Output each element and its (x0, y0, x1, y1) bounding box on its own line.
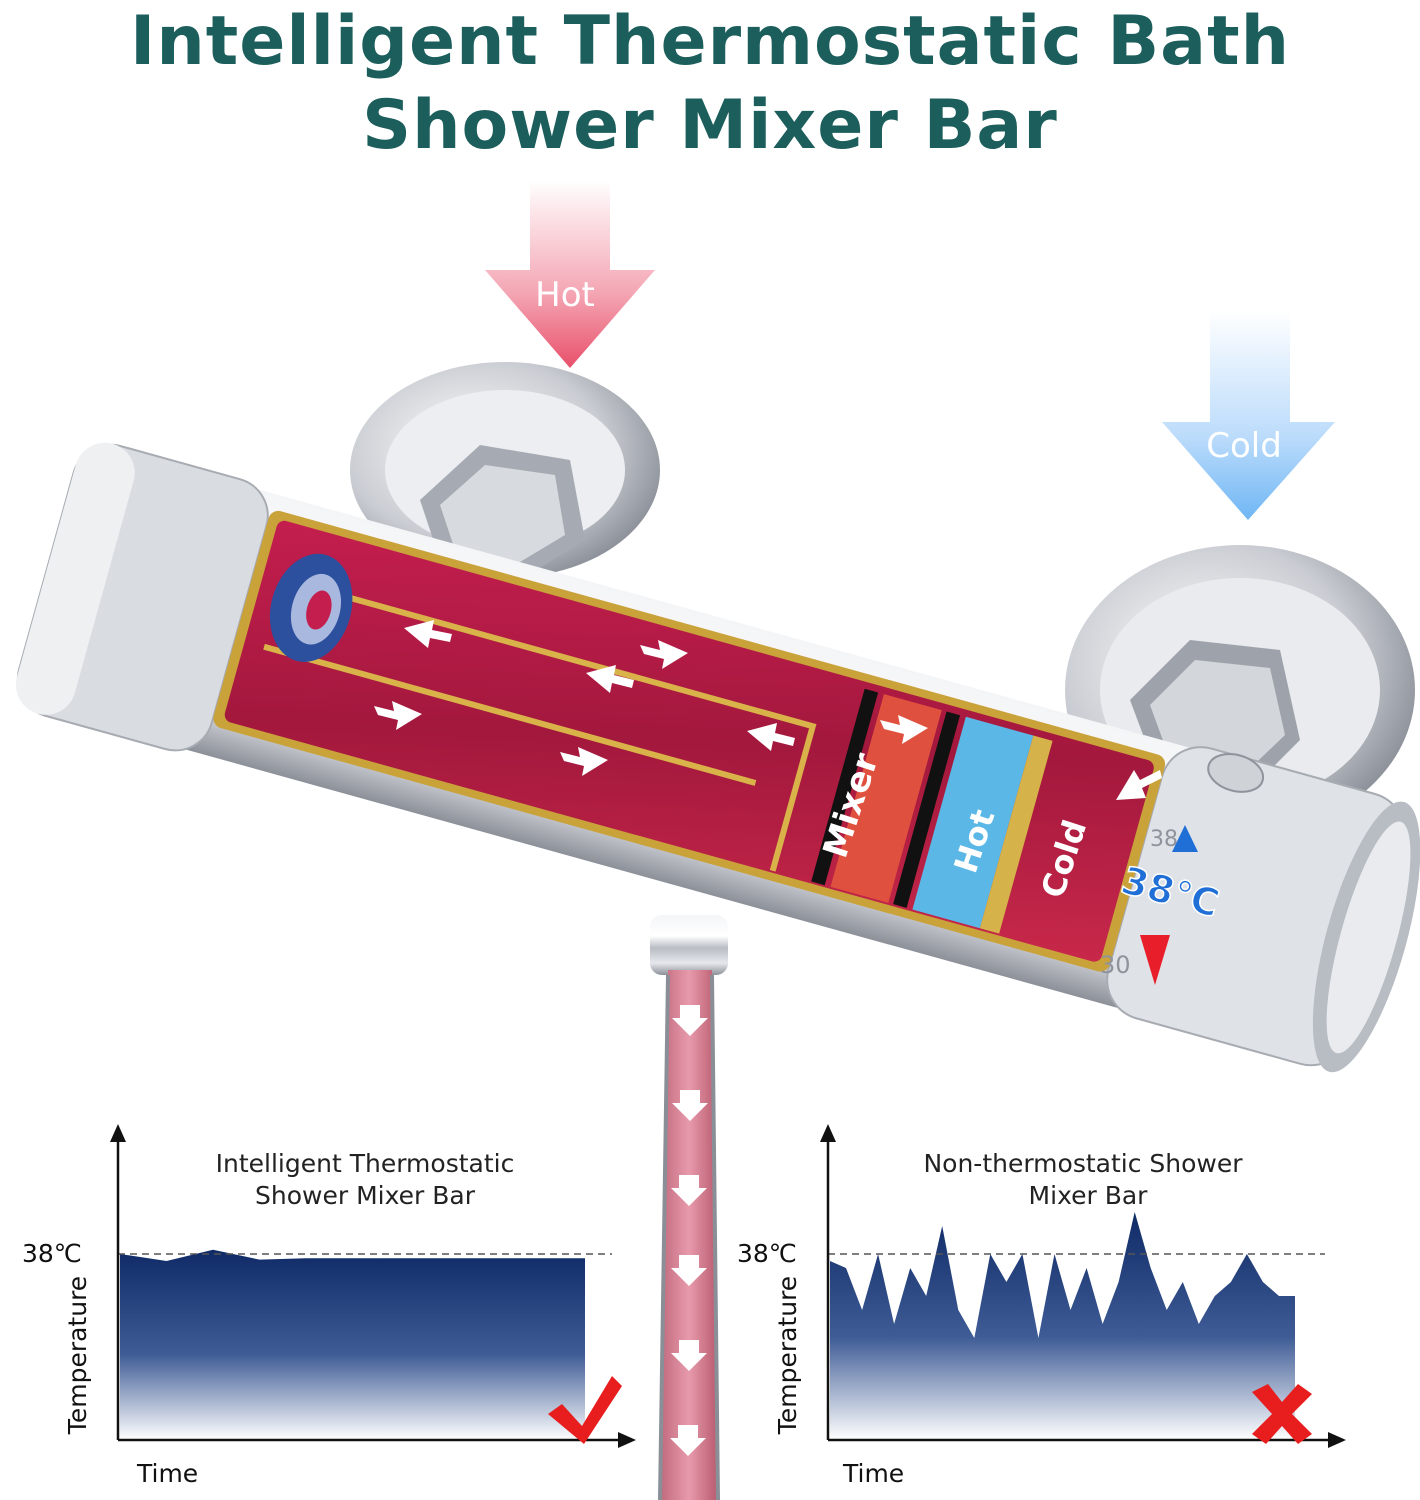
cross-mark-icon (1252, 1384, 1312, 1444)
right-chart-y-axis-arrow (820, 1124, 836, 1142)
left-chart-ylabel: Temperature (63, 1276, 92, 1435)
shower-hose (650, 915, 728, 1500)
cold-arrow-label: Cold (1206, 426, 1282, 466)
increase-temp-icon[interactable] (1172, 825, 1198, 852)
left-chart-ref-label: 38℃ (22, 1239, 82, 1268)
dial-mark-upper: 38 (1150, 827, 1178, 852)
left-chart-y-axis-arrow (110, 1124, 126, 1142)
hot-water-arrow: Hot (485, 180, 655, 368)
right-chart-ylabel: Temperature (773, 1276, 802, 1435)
hot-inlet-wall-mount (350, 362, 660, 580)
left-chart-title-line2: Shower Mixer Bar (255, 1181, 476, 1210)
page-title: Intelligent Thermostatic Bath Shower Mix… (0, 0, 1420, 168)
right-chart-xlabel: Time (842, 1459, 904, 1488)
right-chart-x-axis-arrow (1328, 1432, 1346, 1448)
hose-flow-arrows (670, 1005, 708, 1456)
right-chart-ref-label: 38℃ (737, 1239, 797, 1268)
left-temperature-chart: Intelligent Thermostatic Shower Mixer Ba… (22, 1124, 636, 1488)
hot-arrow-label: Hot (535, 275, 595, 315)
cutaway-window (213, 510, 1166, 972)
right-chart-title-line1: Non-thermostatic Shower (923, 1149, 1243, 1178)
right-temperature-chart: Non-thermostatic Shower Mixer Bar 38℃ Te… (737, 1124, 1346, 1488)
title-line-2: Shower Mixer Bar (362, 86, 1058, 165)
left-chart-xlabel: Time (136, 1459, 198, 1488)
dial-mark-lower: 30 (1100, 951, 1131, 979)
cold-water-arrow: Cold (1162, 310, 1335, 520)
left-chart-title-line1: Intelligent Thermostatic (216, 1149, 515, 1178)
decrease-temp-icon[interactable] (1140, 935, 1170, 985)
left-chart-area (120, 1249, 585, 1440)
left-chart-x-axis-arrow (618, 1432, 636, 1448)
check-mark-icon (548, 1376, 622, 1444)
right-chart-area (830, 1212, 1295, 1440)
title-line-1: Intelligent Thermostatic Bath (130, 2, 1290, 81)
mixer-flow-arrows (374, 620, 1162, 800)
right-chart-title-line2: Mixer Bar (1029, 1181, 1149, 1210)
